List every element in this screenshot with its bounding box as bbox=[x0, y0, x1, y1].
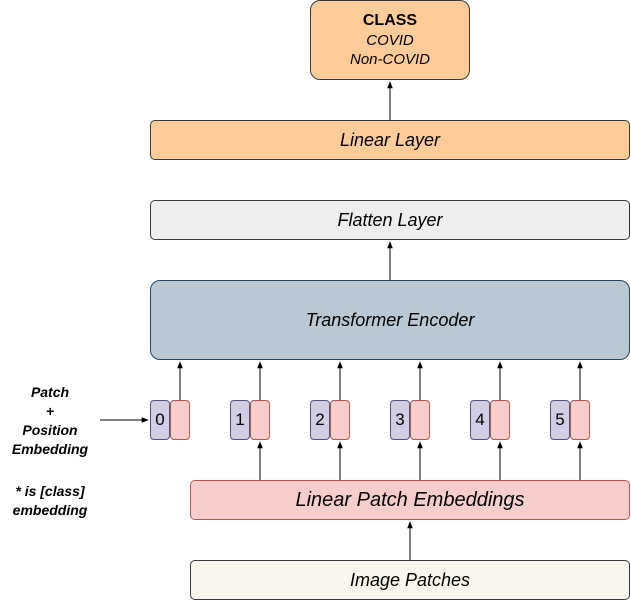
flatten-layer-label: Flatten Layer bbox=[337, 209, 443, 230]
token-embedding-4 bbox=[490, 400, 510, 440]
class-option-non-covid: Non-COVID bbox=[349, 51, 431, 68]
image-patches-box: Image Patches bbox=[190, 560, 630, 600]
token-index-4: 4 bbox=[470, 400, 490, 440]
token-index-5: 5 bbox=[550, 400, 570, 440]
side-label-line-1: Patch bbox=[30, 384, 70, 400]
token-embedding-1 bbox=[250, 400, 270, 440]
side-label-line-4: Embedding bbox=[11, 441, 89, 457]
class-title: CLASS bbox=[362, 12, 418, 29]
flatten-layer-box: Flatten Layer bbox=[150, 200, 630, 240]
linear-patch-embeddings-label: Linear Patch Embeddings bbox=[295, 488, 525, 511]
transformer-encoder-label: Transformer Encoder bbox=[305, 309, 475, 330]
class-note-line-1: * is [class] bbox=[15, 483, 85, 499]
class-option-covid: COVID bbox=[366, 32, 414, 49]
token-index-3: 3 bbox=[390, 400, 410, 440]
class-note-line-2: embedding bbox=[12, 502, 88, 518]
token-embedding-0 bbox=[170, 400, 190, 440]
class-output-box: CLASS COVID Non-COVID bbox=[310, 0, 470, 80]
image-patches-label: Image Patches bbox=[349, 569, 471, 590]
linear-layer-label: Linear Layer bbox=[339, 129, 441, 150]
token-embedding-3 bbox=[410, 400, 430, 440]
linear-patch-embeddings-box: Linear Patch Embeddings bbox=[190, 480, 630, 520]
token-embedding-5 bbox=[570, 400, 590, 440]
token-index-2: 2 bbox=[310, 400, 330, 440]
token-index-0: 0 bbox=[150, 400, 170, 440]
patch-position-embedding-label: Patch + Position Embedding bbox=[2, 383, 98, 459]
side-label-line-2: + bbox=[45, 403, 55, 419]
linear-layer-box: Linear Layer bbox=[150, 120, 630, 160]
class-embedding-note: * is [class] embedding bbox=[2, 482, 98, 520]
token-embedding-2 bbox=[330, 400, 350, 440]
token-index-1: 1 bbox=[230, 400, 250, 440]
side-label-line-3: Position bbox=[22, 422, 78, 438]
transformer-encoder-box: Transformer Encoder bbox=[150, 280, 630, 360]
